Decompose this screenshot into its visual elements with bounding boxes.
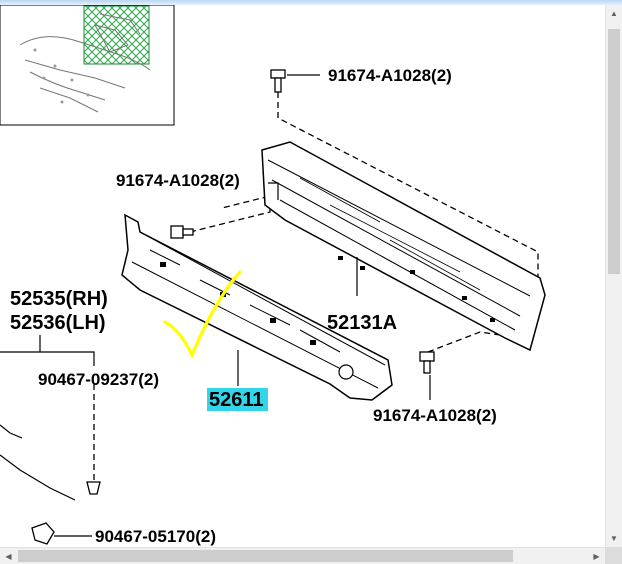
fastener-icon[interactable] — [31, 522, 55, 545]
part-label[interactable]: 90467-05170(2) — [95, 527, 216, 546]
vertical-scroll-thumb[interactable] — [608, 29, 620, 274]
part-label[interactable]: 91674-A1028(2) — [328, 66, 452, 85]
part-label[interactable]: 91674-A1028(2) — [116, 171, 240, 190]
part-label[interactable]: 52611 — [209, 389, 264, 411]
bolt-icon[interactable] — [419, 351, 435, 374]
part-label[interactable]: 52536(LH) — [10, 312, 106, 334]
overview-thumbnail[interactable] — [0, 4, 175, 126]
part-label[interactable]: 91674-A1028(2) — [373, 406, 497, 425]
scroll-left-icon[interactable]: ◀ — [5, 551, 12, 561]
window-title-bar — [0, 0, 622, 5]
horizontal-scroll-thumb[interactable] — [18, 550, 513, 562]
overview-highlight-region — [83, 5, 150, 65]
scroll-right-icon[interactable]: ▶ — [593, 551, 600, 561]
scrollbar-corner — [605, 547, 622, 564]
checkmark-annotation — [163, 270, 242, 359]
part-label[interactable]: 52535(RH) — [10, 288, 108, 310]
horizontal-scrollbar[interactable]: ◀ ▶ — [0, 547, 605, 564]
part-label[interactable]: 90467-09237(2) — [38, 370, 159, 389]
scroll-down-icon[interactable]: ▼ — [606, 530, 622, 547]
highlight-box — [207, 388, 268, 411]
part-label[interactable]: 52131A — [327, 312, 397, 334]
vertical-scrollbar[interactable]: ▲ ▼ — [605, 5, 622, 547]
scroll-up-icon[interactable]: ▲ — [606, 5, 622, 22]
bolt-icon[interactable] — [170, 225, 194, 239]
reinforcement-part[interactable] — [261, 141, 546, 352]
bolt-icon[interactable] — [270, 69, 286, 93]
clip-icon[interactable] — [86, 481, 101, 495]
parts-diagram: 91674-A1028(2) 91674-A1028(2) 52535(RH) … — [0, 4, 605, 547]
